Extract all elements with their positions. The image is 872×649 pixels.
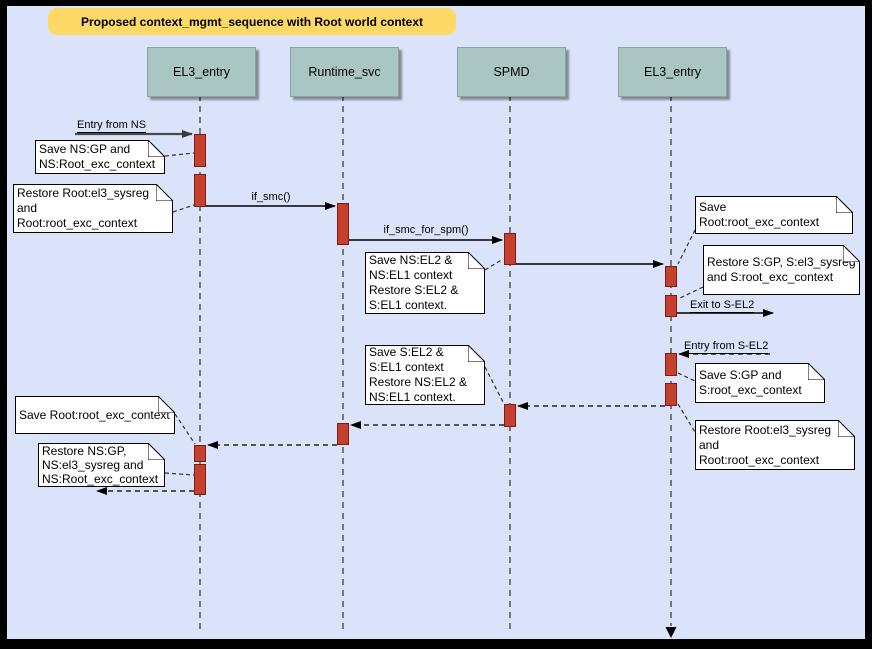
diagram-canvas — [7, 6, 865, 639]
note-connector — [677, 286, 704, 300]
activation-bar — [194, 445, 206, 462]
note-save-ns-el2: Save NS:EL2 & NS:EL1 context Restore S:E… — [365, 252, 485, 314]
note-text: Save Root:root_exc_context — [19, 407, 170, 422]
activation-bar — [337, 203, 349, 245]
note-save-root-exc-right: Save Root:root_exc_context — [695, 196, 853, 234]
note-connector — [174, 413, 196, 445]
note-restore-ns-gp: Restore NS:GP, NS:el3_sysreg and NS:Root… — [38, 443, 165, 487]
activation-bar — [504, 404, 516, 427]
note-fold-icon — [838, 420, 855, 437]
note-connector — [172, 204, 195, 213]
note-fold-icon — [156, 184, 173, 201]
note-fold-icon — [843, 245, 860, 262]
note-connector — [677, 372, 696, 382]
lifeline-label: SPMD — [493, 65, 530, 79]
note-fold-icon — [836, 196, 853, 213]
lifeline-end-arrow-icon — [665, 627, 677, 638]
message-label-if-smc: if_smc() — [251, 191, 291, 203]
activation-bar — [337, 423, 349, 445]
activation-bar — [194, 134, 206, 167]
activation-bar — [665, 295, 677, 317]
note-fold-icon — [148, 443, 165, 460]
activation-bar — [665, 383, 677, 406]
lifeline-header-el3-entry-2: EL3_entry — [618, 47, 727, 97]
diagram-title: Proposed context_mgmt_sequence with Root… — [48, 8, 456, 35]
note-connector — [164, 152, 195, 157]
note-connector — [484, 366, 505, 405]
lifeline-label: Runtime_svc — [308, 65, 381, 79]
note-restore-root-el3-right: Restore Root:el3_sysreg and Root:root_ex… — [695, 420, 855, 470]
note-save-s-el2: Save S:EL2 & S:EL1 context Restore NS:EL… — [365, 345, 485, 405]
note-fold-icon — [468, 345, 485, 362]
activation-bar — [665, 266, 677, 287]
message-label-if-smc-for-spm: if_smc_for_spm() — [383, 224, 469, 236]
note-connector — [484, 258, 504, 271]
note-text: Save Root:root_exc_context — [699, 200, 820, 229]
note-text: Save S:EL2 & S:EL1 context Restore NS:EL… — [369, 345, 468, 404]
note-save-root-exc-left: Save Root:root_exc_context — [15, 396, 175, 434]
message-label-entry-from-s-el2: Entry from S-EL2 — [684, 340, 769, 354]
lifeline-label: EL3_entry — [644, 65, 701, 79]
activation-bar — [194, 174, 206, 207]
note-restore-s-gp: Restore S:GP, S:el3_sysreg and S:root_ex… — [703, 245, 860, 295]
note-restore-root-el3: Restore Root:el3_sysreg and Root:root_ex… — [13, 184, 173, 233]
note-connector — [164, 472, 195, 476]
note-save-ns-gp: Save NS:GP and NS:Root_exc_context — [35, 140, 165, 174]
lifeline-header-spmd: SPMD — [457, 47, 566, 97]
note-fold-icon — [808, 363, 825, 380]
note-fold-icon — [158, 396, 175, 413]
note-connector — [677, 403, 696, 433]
message-label-exit-to-s-el2: Exit to S-EL2 — [690, 299, 755, 313]
note-fold-icon — [468, 252, 485, 269]
activation-bar — [665, 353, 677, 376]
note-save-s-gp: Save S:GP and S:root_exc_context — [695, 363, 825, 403]
note-fold-icon — [148, 140, 165, 157]
note-text: Restore Root:el3_sysreg and Root:root_ex… — [699, 422, 832, 467]
note-text: Save S:GP and S:root_exc_context — [699, 368, 802, 397]
note-connector — [677, 229, 696, 265]
activation-bar — [504, 233, 516, 265]
lifeline-label: EL3_entry — [173, 65, 230, 79]
activation-bar — [194, 464, 206, 495]
lifeline-header-el3-entry-1: EL3_entry — [147, 47, 256, 97]
note-text: Save NS:EL2 & NS:EL1 context Restore S:E… — [369, 253, 459, 312]
note-text: Save NS:GP and NS:Root_exc_context — [39, 142, 156, 171]
lifeline-header-runtime-svc: Runtime_svc — [290, 47, 399, 97]
note-text: Restore Root:el3_sysreg and Root:root_ex… — [17, 186, 150, 230]
note-text: Restore NS:GP, NS:el3_sysreg and NS:Root… — [42, 444, 159, 486]
note-text: Restore S:GP, S:el3_sysreg and S:root_ex… — [707, 255, 856, 284]
message-label-entry-from-ns: Entry from NS — [77, 119, 147, 133]
